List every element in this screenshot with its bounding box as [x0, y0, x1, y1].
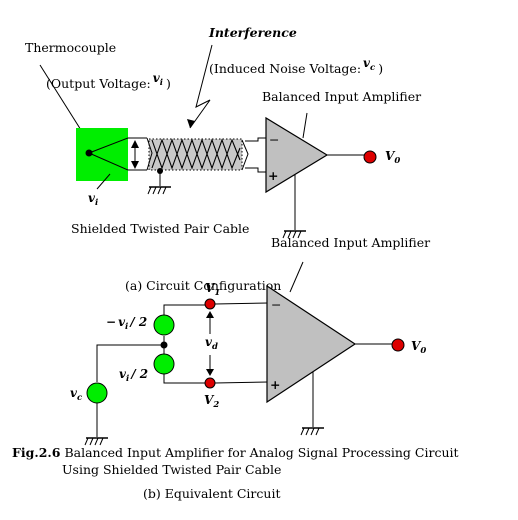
- vc-label: vc: [70, 386, 83, 403]
- vi-arrowhead-up: [131, 140, 139, 148]
- cable-entry-twist: [146, 137, 153, 171]
- amp-a-ground-hatch: [282, 230, 302, 239]
- amplifier-leader-b: [289, 261, 304, 293]
- part-b-circuit: Balanced Input Amplifier −vi/ 2 vi/ 2 vc: [70, 235, 430, 446]
- amp-a-minus: −: [269, 132, 279, 147]
- interference-bolt: [189, 44, 213, 129]
- shield-ground-node: [157, 168, 163, 174]
- source-common-mode: [86, 382, 108, 404]
- source-pos-half: [153, 353, 175, 375]
- vi-leader-line: [96, 173, 111, 190]
- interference-arrowhead: [187, 119, 195, 128]
- thermocouple-leader-line: [39, 64, 87, 139]
- vc-wire-top: [96, 344, 164, 382]
- vi-arrowhead-down: [131, 161, 139, 169]
- caption-b: (b) Equivalent Circuit: [143, 486, 280, 501]
- amp-a-plus: +: [268, 168, 278, 183]
- vi-label-a: vi: [88, 191, 98, 208]
- output-label-a: V0: [385, 149, 400, 166]
- vd-label: vd: [205, 335, 218, 352]
- output-node-a: [363, 150, 377, 164]
- amplifier-triangle-a: [265, 116, 329, 194]
- loop-wire-bottom: [163, 374, 210, 384]
- amplifier-label-b: Balanced Input Amplifier: [271, 235, 430, 250]
- v2-label: V2: [204, 393, 219, 410]
- wire-v1-to-minus: [214, 302, 269, 305]
- caption-a: (a) Circuit Configuration: [125, 278, 281, 293]
- thermocouple-label: Thermocouple: [25, 40, 116, 55]
- cable-label: Shielded Twisted Pair Cable: [71, 221, 249, 236]
- vd-arrowhead-up: [206, 311, 214, 318]
- amp-b-plus: +: [270, 377, 280, 392]
- output-node-b: [391, 338, 405, 352]
- induced-noise-label: (Induced Noise Voltage:vc): [209, 56, 383, 76]
- shield-ground-hatch: [147, 186, 167, 195]
- thermocouple-wire-bottom: [88, 152, 129, 171]
- part-a-circuit: Thermocouple (Output Voltage:vi) Interfe…: [25, 25, 421, 239]
- pos-half-label: vi/ 2: [119, 367, 148, 384]
- amp-b-minus: −: [271, 297, 281, 312]
- node-v1: [204, 298, 216, 310]
- interference-label: Interference: [208, 25, 297, 40]
- amplifier-label-a: Balanced Input Amplifier: [262, 89, 421, 104]
- v1-label: V1: [205, 281, 220, 298]
- vc-ground-hatch: [84, 437, 104, 446]
- neg-half-label: −vi/ 2: [106, 315, 147, 332]
- thermocouple-junction: [85, 149, 93, 157]
- thermocouple-wire-top: [88, 137, 129, 154]
- figure-title-line2: Using Shielded Twisted Pair Cable: [62, 462, 281, 477]
- thermocouple-block: [76, 128, 128, 181]
- cable-exit-twist: [241, 139, 249, 171]
- wire-v2-to-plus: [214, 381, 269, 384]
- output-voltage-label: (Output Voltage:vi): [46, 71, 171, 91]
- amplifier-triangle-b: [266, 284, 357, 404]
- source-neg-half: [153, 314, 175, 336]
- node-v2: [204, 377, 216, 389]
- amplifier-leader-a: [302, 112, 308, 139]
- wire-to-minus: [245, 137, 268, 142]
- amp-b-ground-hatch: [300, 427, 320, 436]
- twisted-wire-b: [151, 138, 241, 170]
- vd-arrowhead-down: [206, 369, 214, 376]
- output-label-b: V0: [411, 339, 426, 356]
- wire-to-plus: [245, 167, 268, 173]
